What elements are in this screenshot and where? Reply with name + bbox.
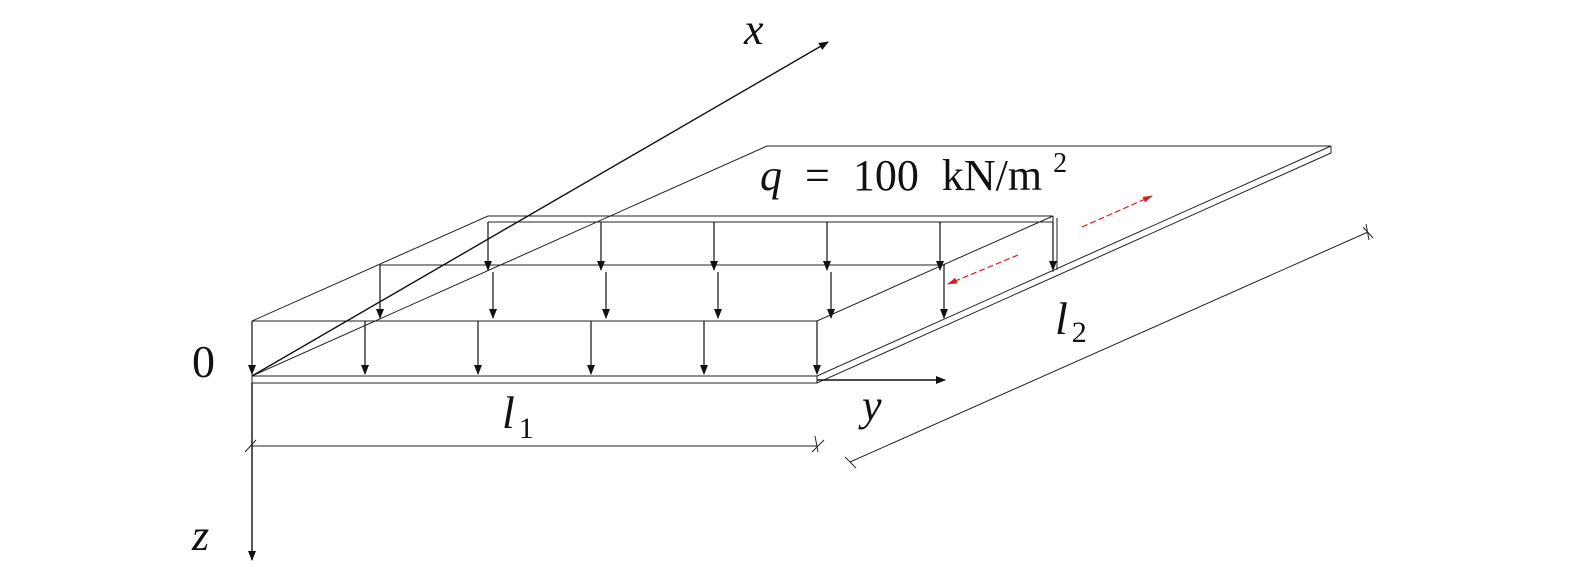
coordinate-axes [248, 41, 946, 561]
load-unit: kN/m [942, 151, 1042, 200]
load-value: 100 [853, 151, 919, 200]
l2-subscript: 2 [1072, 316, 1087, 349]
load-label: q = 100 kN/m 2 [760, 148, 1067, 200]
origin-label: 0 [192, 336, 215, 387]
load-arrows [248, 222, 1057, 375]
load-top-outline [251, 215, 1054, 322]
red-arrow-backward [947, 254, 1019, 285]
dimension-tick [811, 439, 825, 453]
l1-subscript: 1 [519, 412, 534, 445]
direction-arrows [947, 195, 1153, 285]
dimension-tick [844, 456, 857, 469]
l2-letter: l [1055, 293, 1068, 344]
load-box [251, 215, 1058, 376]
dimension-tick [244, 439, 257, 453]
x-axis-label: x [743, 5, 764, 54]
load-equals: = [805, 151, 830, 200]
y-axis-label: y [858, 381, 882, 430]
z-axis-label: z [191, 511, 209, 560]
l1-letter: l [502, 387, 515, 438]
dimension-l1 [244, 435, 825, 453]
l1-label: l 1 [502, 387, 534, 445]
x-axis [251, 41, 829, 377]
dimension-line-l2 [849, 231, 1369, 463]
dimension-tick [1365, 223, 1370, 241]
l2-label: l 2 [1055, 293, 1087, 349]
load-unit-exponent: 2 [1053, 148, 1067, 179]
load-symbol: q [760, 151, 782, 200]
dimension-l2 [844, 223, 1374, 469]
red-arrow-forward [1081, 195, 1153, 228]
dimension-tick [814, 435, 819, 453]
